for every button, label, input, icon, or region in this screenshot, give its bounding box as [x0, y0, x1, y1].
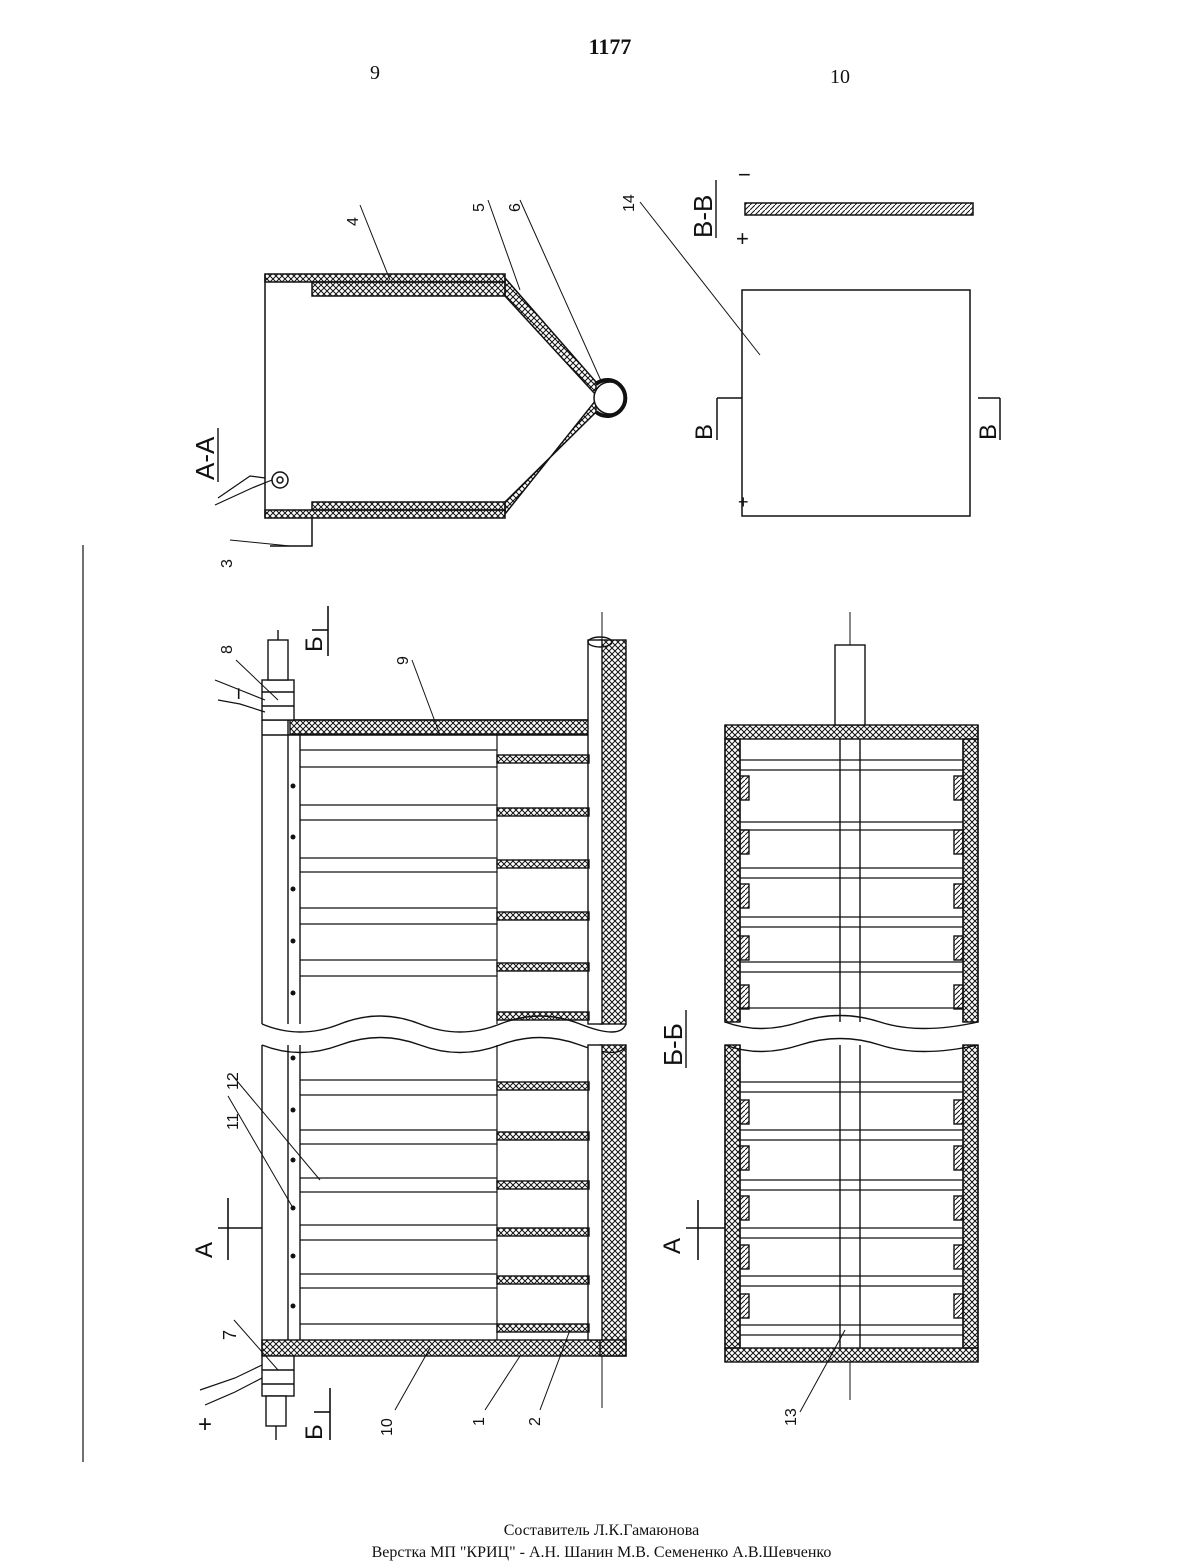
plus-sign-vv: + — [736, 226, 749, 251]
cut-label-b-bottom: Б — [301, 1424, 328, 1440]
part-label-3: 3 — [219, 559, 236, 568]
part-label-8: 8 — [219, 645, 236, 654]
part-label-5: 5 — [471, 203, 488, 212]
part-label-11: 11 — [225, 1113, 242, 1130]
plate-14-view — [717, 203, 1000, 516]
section-aa-view — [215, 274, 626, 546]
footer-layout-credit: Верстка МП "КРИЦ" - А.Н. Шанин М.В. Семе… — [0, 1544, 1203, 1562]
part-label-9: 9 — [395, 656, 412, 665]
cut-label-a-top: А — [191, 1242, 218, 1258]
part-label-10: 10 — [379, 1418, 396, 1436]
part-label-14: 14 — [621, 194, 638, 212]
plus-sign-plate: + — [738, 492, 749, 512]
part-label-2: 2 — [527, 1417, 544, 1426]
part-label-1: 1 — [471, 1417, 488, 1426]
minus-sign-vv: − — [738, 162, 751, 187]
cut-label-v-right: В — [975, 424, 1002, 440]
section-bb-label: Б-Б — [658, 1023, 688, 1066]
cut-label-b-top: Б — [301, 636, 328, 652]
part-label-6: 6 — [507, 203, 524, 212]
cut-label-a-bottom: А — [659, 1238, 686, 1254]
part-label-4: 4 — [345, 217, 362, 226]
footer-composer: Составитель Л.К.Гамаюнова — [0, 1522, 1203, 1540]
part-label-12: 12 — [225, 1072, 242, 1090]
section-vv-label: В-В — [688, 195, 718, 238]
minus-sign-terminal-8: − — [226, 687, 251, 700]
longitudinal-view — [200, 606, 626, 1440]
plus-sign-terminal-7: + — [198, 1411, 212, 1438]
section-aa-label: А-А — [190, 436, 220, 480]
part-label-7: 7 — [220, 1330, 240, 1340]
cut-label-v-left: В — [691, 424, 718, 440]
part-label-13: 13 — [783, 1408, 800, 1426]
section-bb-view — [686, 612, 978, 1400]
